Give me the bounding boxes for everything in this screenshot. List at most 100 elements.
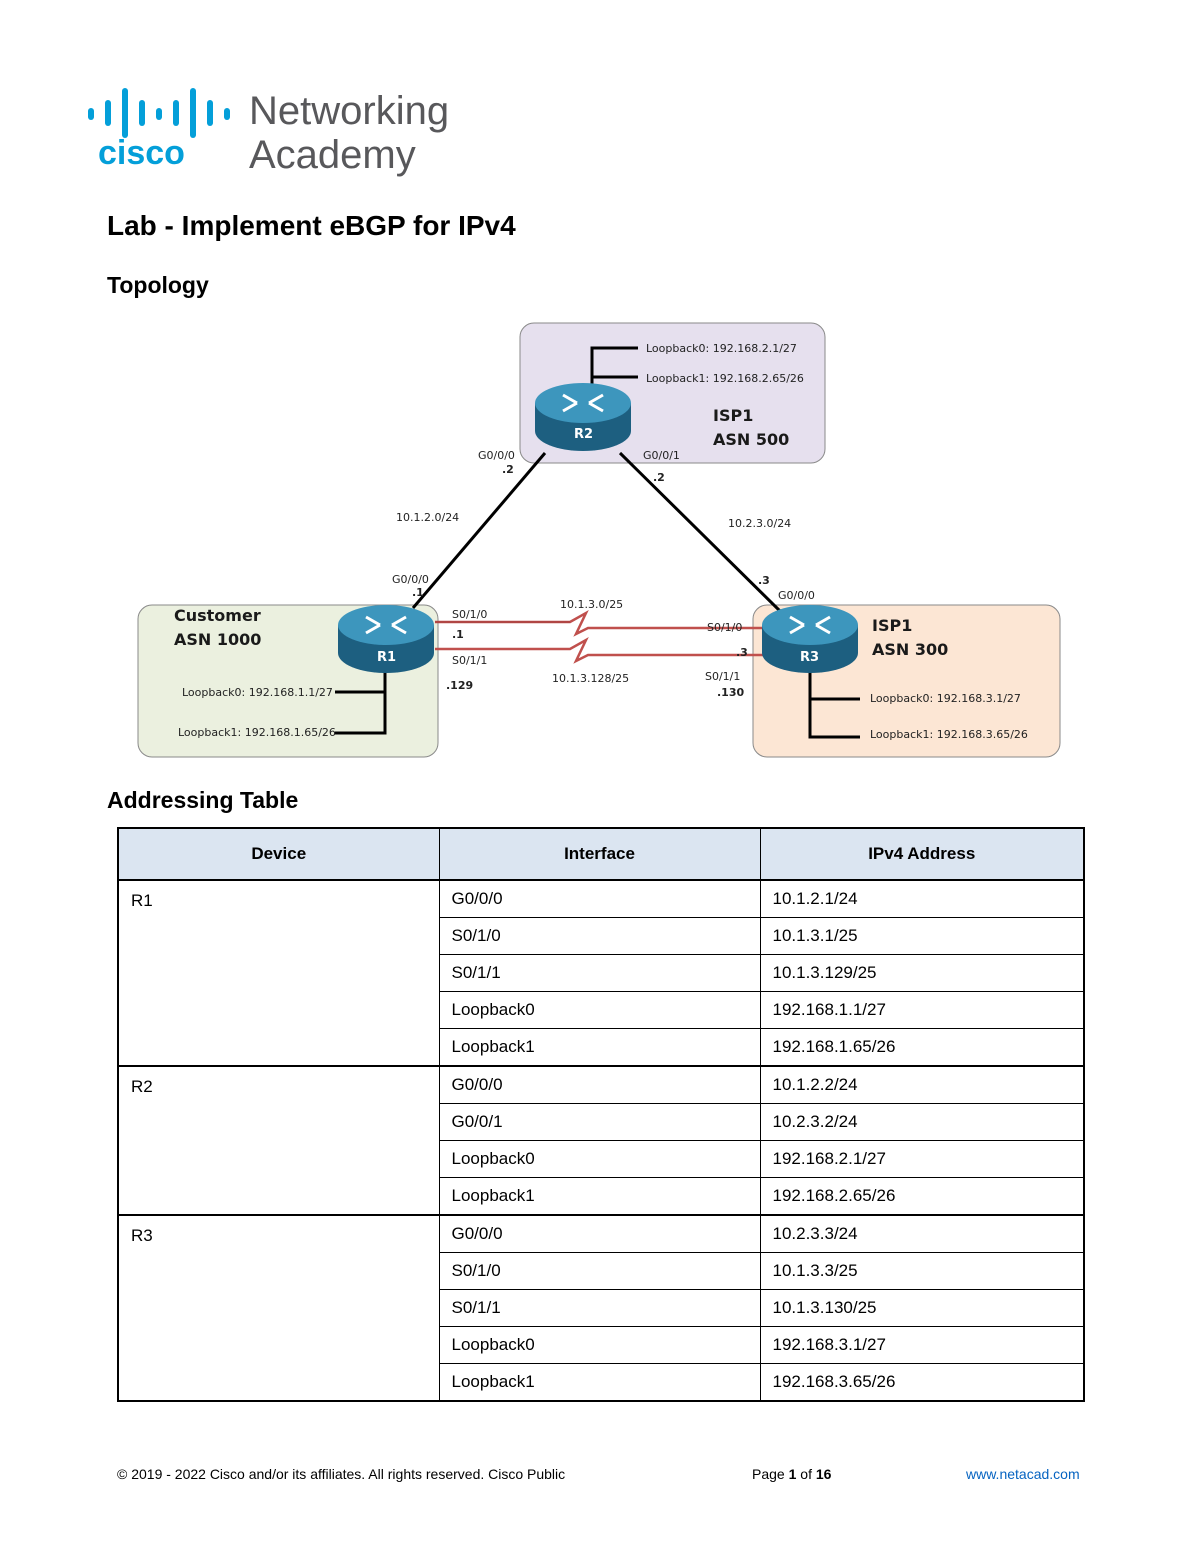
r1-s011-label: S0/1/1 [452,654,488,667]
r1-s010-host: .1 [452,628,464,641]
r3-loopback0-label: Loopback0: 192.168.3.1/27 [870,692,1021,705]
addressing-table: Device Interface IPv4 Address R1 G0/0/0 … [117,827,1085,1402]
table-row: Loopback0 192.168.1.1/27 [118,991,1085,1029]
page-total: 16 [815,1466,832,1482]
cisco-bars-icon [88,88,230,138]
network-r2-r3: 10.2.3.0/24 [728,517,792,530]
r3-s011-label: S0/1/1 [705,670,741,683]
address-cell: 192.168.2.1/27 [759,1140,1085,1178]
address-cell: 192.168.2.65/26 [759,1177,1085,1216]
table-row: R3 G0/0/0 10.2.3.3/24 [117,1214,1085,1402]
interface-cell: G0/0/1 [438,1103,761,1141]
r2-label: R2 [574,427,594,442]
column-header-device: Device [117,827,440,881]
address-cell: 10.1.3.3/25 [759,1252,1085,1290]
interface-cell: Loopback1 [438,1177,761,1216]
interface-cell: G0/0/0 [438,1065,761,1104]
interface-cell: Loopback0 [438,1326,761,1364]
r3-loopback1-line [808,660,860,739]
table-row: Loopback1 192.168.3.65/26 [118,1363,1085,1402]
r1-loopback0-label: Loopback0: 192.168.1.1/27 [182,686,333,699]
r3-zone-asn: ASN 300 [872,640,949,659]
page-of: of [796,1466,816,1482]
address-cell: 192.168.1.1/27 [759,991,1085,1029]
router-r1-icon [338,605,434,673]
r2-zone-name: ISP1 [713,406,754,425]
page-current: 1 [788,1466,797,1482]
column-header-interface: Interface [438,827,761,881]
r3-g000-label: G0/0/0 [778,589,815,602]
table-row: Loopback1 192.168.2.65/26 [118,1177,1085,1216]
address-cell: 10.2.3.3/24 [759,1214,1085,1253]
r1-loopback1-line [335,660,387,735]
table-row: R1 G0/0/0 10.1.2.1/24 [117,879,1085,1067]
column-header-ipv4-address: IPv4 Address [759,827,1085,881]
interface-cell: G0/0/0 [438,879,761,918]
interface-cell: S0/1/1 [438,1289,761,1327]
r2-loopback0-label: Loopback0: 192.168.2.1/27 [646,342,797,355]
r1-g000-label: G0/0/0 [392,573,429,586]
r3-s010-label: S0/1/0 [707,621,743,634]
table-header-row: Device Interface IPv4 Address [117,827,1085,881]
network-r1-r2: 10.1.2.0/24 [396,511,460,524]
r1-zone-name: Customer [174,606,261,625]
address-cell: 192.168.3.65/26 [759,1363,1085,1402]
r1-s010-label: S0/1/0 [452,608,488,621]
router-r3-icon [762,605,858,673]
interface-cell: Loopback1 [438,1363,761,1402]
r3-loopback1-label: Loopback1: 192.168.3.65/26 [870,728,1028,741]
r2-zone-asn: ASN 500 [713,430,790,449]
footer-page-number: Page 1 of 16 [752,1466,831,1482]
logo-networking-text: Networking [249,89,449,133]
cisco-networking-academy-logo: cisco Networking Academy [84,86,474,178]
r2-g001-label: G0/0/1 [643,449,680,462]
page-prefix: Page [752,1466,789,1482]
r2-g000-host: .2 [502,463,514,476]
table-row: R2 G0/0/0 10.1.2.2/24 [117,1065,1085,1216]
r3-s010-host: .3 [736,646,748,659]
netacad-link[interactable]: www.netacad.com [966,1466,1080,1482]
table-row: Loopback0 192.168.2.1/27 [118,1140,1085,1178]
r1-s011-host: .129 [446,679,474,692]
page-title: Lab - Implement eBGP for IPv4 [107,210,516,241]
network-serial-bottom: 10.1.3.128/25 [552,672,630,685]
router-r2-icon [535,383,631,451]
r2-g000-label: G0/0/0 [478,449,515,462]
logo-academy-text: Academy [249,133,416,177]
r2-loopback1-label: Loopback1: 192.168.2.65/26 [646,372,804,385]
interface-cell: S0/1/0 [438,1252,761,1290]
r3-g000-host: .3 [758,574,770,587]
table-row: S0/1/1 10.1.3.130/25 [118,1289,1085,1327]
r1-label: R1 [377,650,397,665]
address-cell: 10.1.3.1/25 [759,917,1085,955]
table-row: Loopback0 192.168.3.1/27 [118,1326,1085,1364]
address-cell: 10.1.2.1/24 [759,879,1085,918]
table-row: G0/0/1 10.2.3.2/24 [118,1103,1085,1141]
r3-zone-name: ISP1 [872,616,913,635]
device-cell: R1 [117,879,440,1067]
cisco-wordmark: cisco [98,134,185,172]
interface-cell: S0/1/1 [438,954,761,992]
address-cell: 192.168.1.65/26 [759,1028,1085,1067]
serial-link-bottom [435,636,768,664]
topology-heading: Topology [107,272,209,298]
addressing-table-heading: Addressing Table [107,787,299,813]
interface-cell: Loopback1 [438,1028,761,1067]
r2-g001-host: .2 [653,471,665,484]
address-cell: 10.1.3.130/25 [759,1289,1085,1327]
r1-g000-host: .1 [412,586,424,599]
footer-copyright: © 2019 - 2022 Cisco and/or its affiliate… [117,1466,566,1482]
address-cell: 192.168.3.1/27 [759,1326,1085,1364]
device-cell: R2 [117,1065,440,1216]
address-cell: 10.1.3.129/25 [759,954,1085,992]
r3-label: R3 [800,650,820,665]
link-r2-r3 [618,451,784,615]
topology-svg [137,322,1061,758]
interface-cell: Loopback0 [438,991,761,1029]
interface-cell: G0/0/0 [438,1214,761,1253]
network-serial-top: 10.1.3.0/25 [560,598,624,611]
r1-zone-asn: ASN 1000 [174,630,262,649]
r3-s011-host: .130 [717,686,745,699]
topology-diagram: R2 R1 R3 ISP1 ASN 500 Customer ASN 1000 … [130,315,1070,770]
interface-cell: Loopback0 [438,1140,761,1178]
